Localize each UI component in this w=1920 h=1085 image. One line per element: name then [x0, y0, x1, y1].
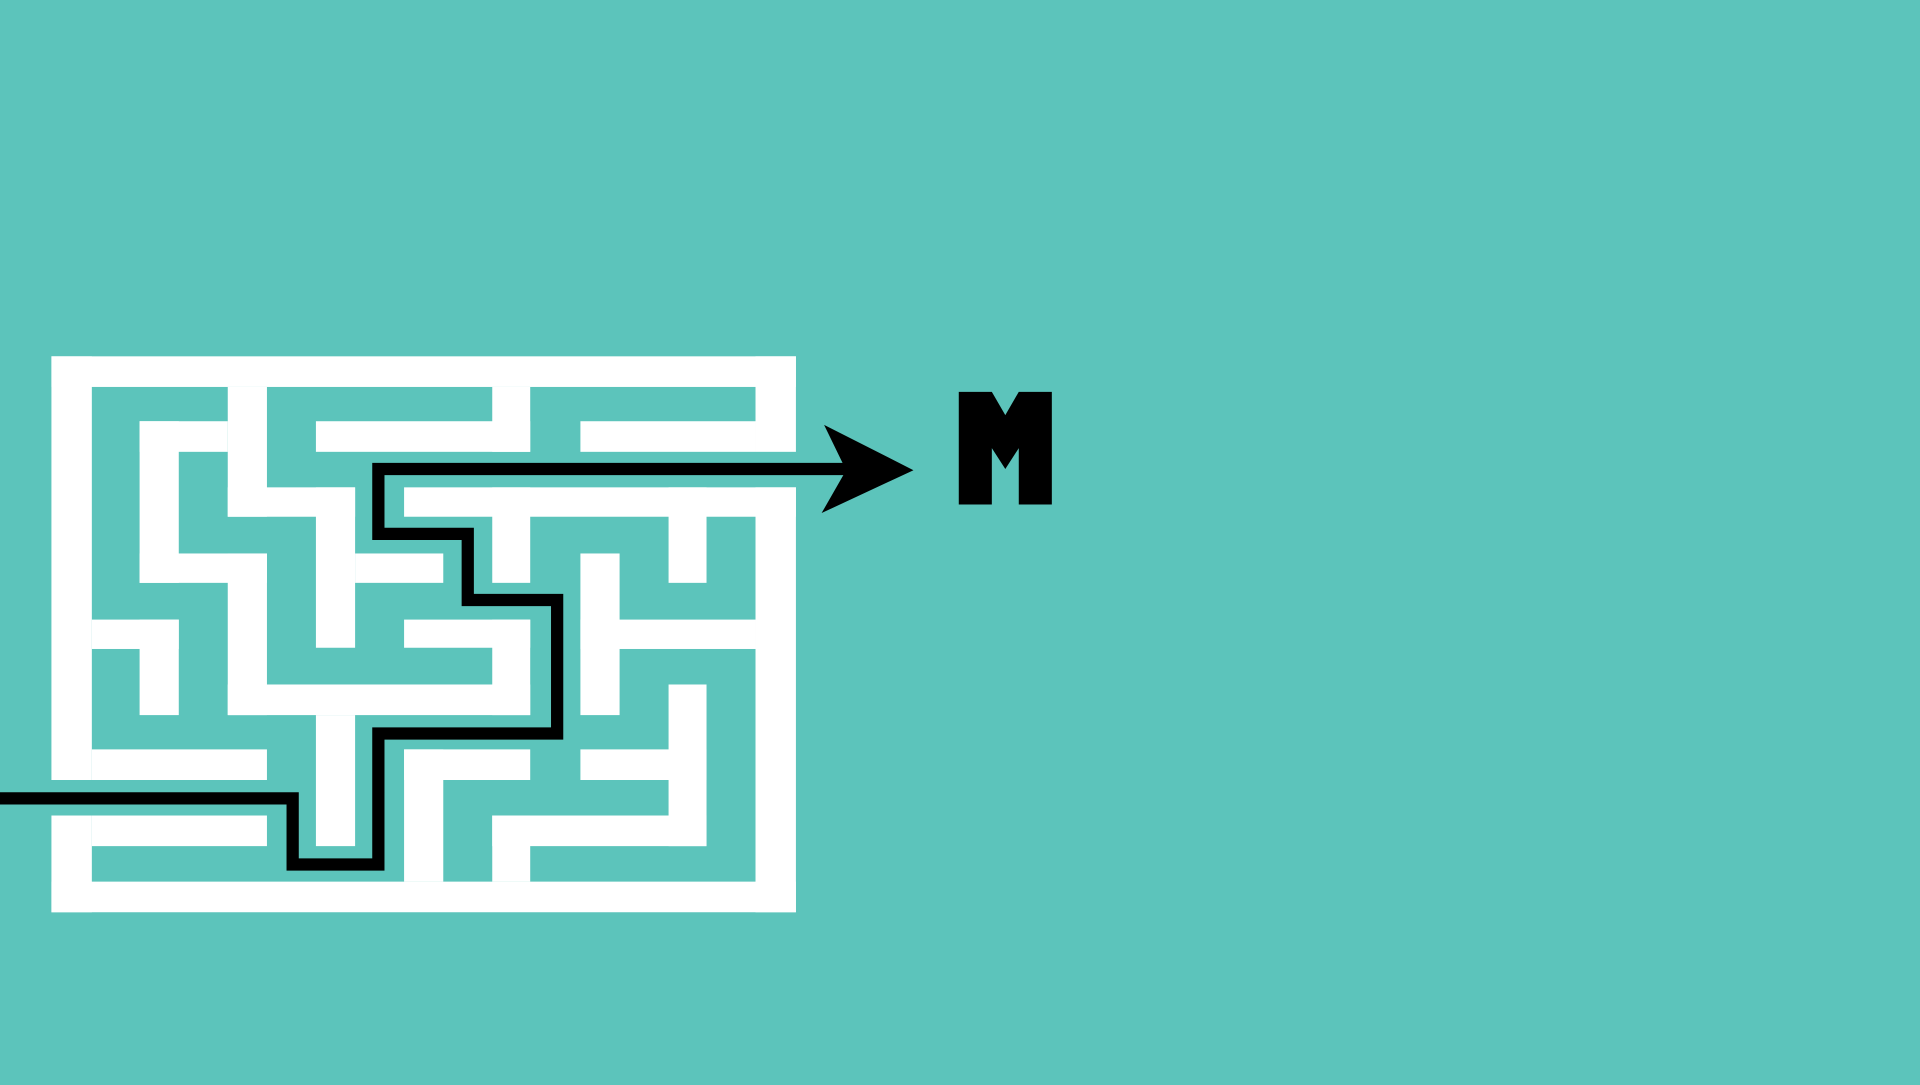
m-logo-icon [958, 391, 1052, 505]
solution-path-icon [0, 462, 848, 871]
maze-icon [51, 356, 796, 913]
arrowhead-icon [821, 424, 914, 514]
